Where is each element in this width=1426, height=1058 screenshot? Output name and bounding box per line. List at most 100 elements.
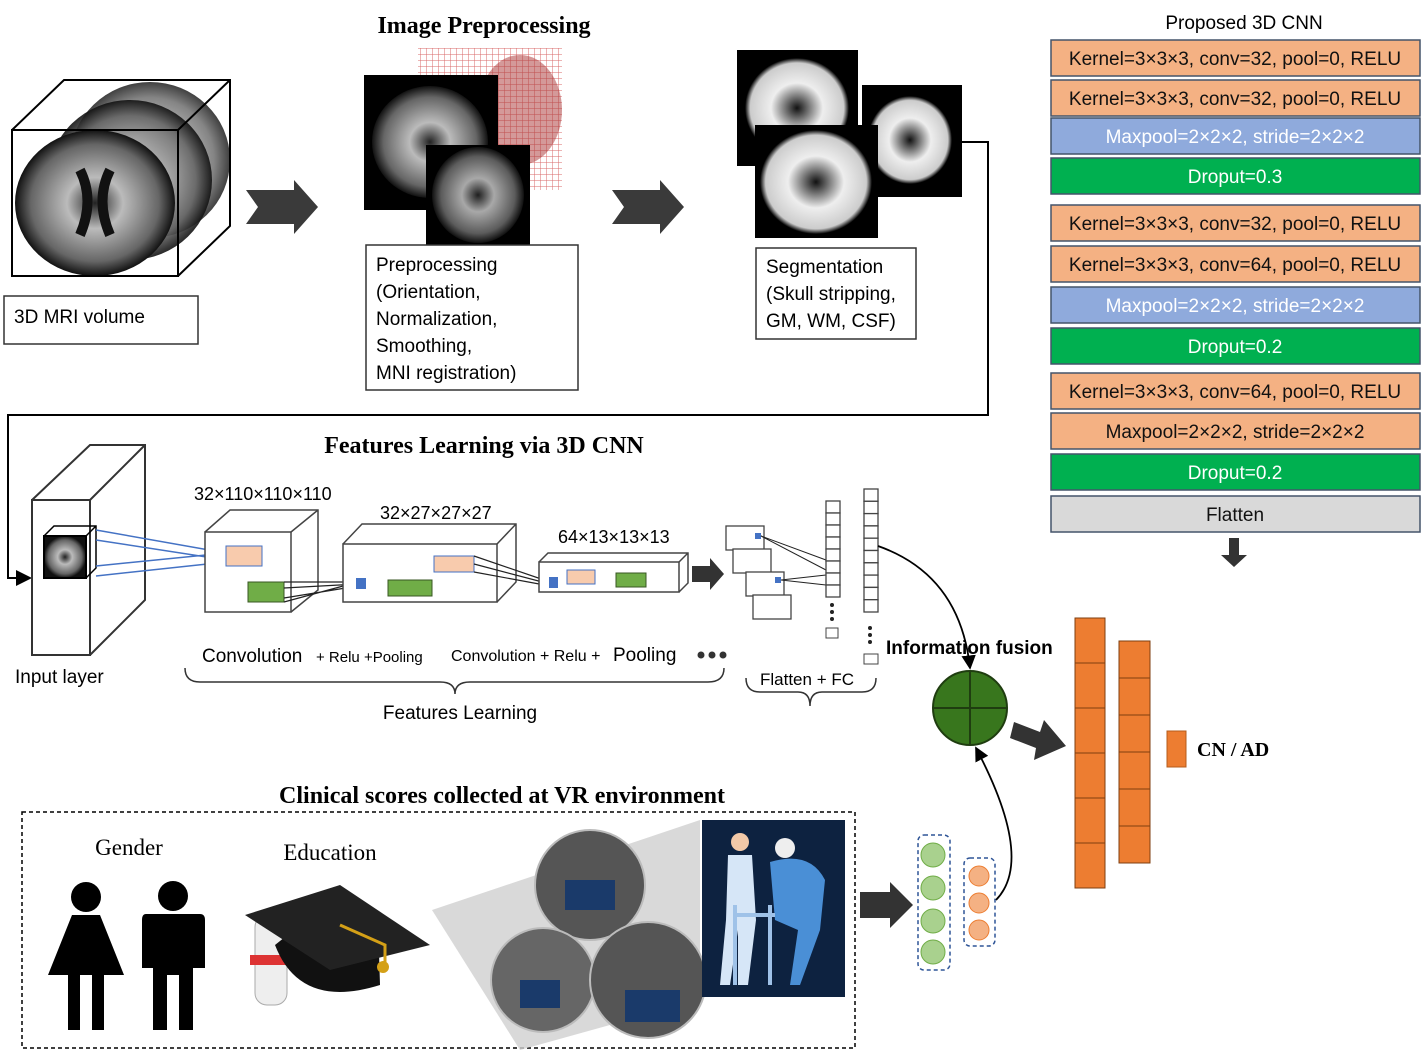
output-neuron xyxy=(1074,752,1106,799)
fc-neuron xyxy=(825,500,841,514)
cnn-layer-row: Flatten xyxy=(1050,495,1421,533)
fc-neuron xyxy=(863,599,879,613)
cnn-layer-label: Maxpool=2×2×2, stride=2×2×2 xyxy=(1106,127,1365,148)
cnn-layer-row: Maxpool=2×2×2, stride=2×2×2 xyxy=(1050,412,1421,450)
education-label: Education xyxy=(283,840,377,865)
cnn-layer-box xyxy=(1050,495,1421,533)
output-neuron xyxy=(1074,617,1106,664)
stage1-label: Convolution xyxy=(202,646,302,667)
cnn-layer-box xyxy=(1050,412,1421,450)
mri-label: 3D MRI volume xyxy=(14,307,145,328)
arrow-right-icon xyxy=(692,558,724,590)
preprocessing-title: Image Preprocessing xyxy=(377,13,590,39)
stage2-big-label: Pooling xyxy=(613,645,676,666)
input-layer xyxy=(31,444,227,656)
cnn-layer-row: Maxpool=2×2×2, stride=2×2×2 xyxy=(1050,117,1421,155)
cnn-layer-row: Kernel=3×3×3, conv=32, pool=0, RELU xyxy=(1050,79,1421,117)
female-icon xyxy=(48,882,124,1030)
fusion-arrow xyxy=(877,545,976,670)
cnn-layer-box xyxy=(1050,245,1421,283)
stage2-label: Convolution + Relu + xyxy=(451,648,600,665)
cnn-layer-row: Droput=0.2 xyxy=(1050,453,1421,491)
arrow-down-icon xyxy=(1221,538,1247,567)
information-fusion-label: Information fusion xyxy=(886,638,1053,659)
fc-neuron xyxy=(863,574,879,589)
dim-label: 64×13×13×13 xyxy=(558,527,670,547)
output-neuron xyxy=(1118,640,1151,679)
brace xyxy=(184,667,725,695)
output-layers xyxy=(1074,617,1151,889)
cnn-table: Kernel=3×3×3, conv=32, pool=0, RELUKerne… xyxy=(1050,39,1421,533)
cnn-layer-row: Kernel=3×3×3, conv=32, pool=0, RELU xyxy=(1050,204,1421,242)
input-layer-label: Input layer xyxy=(15,667,104,688)
output-node xyxy=(1166,730,1187,768)
dim-label: 32×27×27×27 xyxy=(380,503,492,523)
clinical-box xyxy=(21,811,856,1049)
cnn-layer-box xyxy=(1050,327,1421,365)
cnn-layer-box xyxy=(1050,372,1421,410)
cnn-layer-label: Maxpool=2×2×2, stride=2×2×2 xyxy=(1106,296,1365,317)
mri-label-box xyxy=(3,295,199,345)
cnn-layer-row: Maxpool=2×2×2, stride=2×2×2 xyxy=(1050,286,1421,324)
cnn-layer-label: Droput=0.2 xyxy=(1188,337,1283,358)
fc-neuron xyxy=(863,512,879,527)
output-neuron xyxy=(1074,662,1106,709)
cnn-layer-label: Maxpool=2×2×2, stride=2×2×2 xyxy=(1106,422,1365,443)
flatten-fc-label: Flatten + FC xyxy=(760,670,854,689)
output-neuron xyxy=(1074,707,1106,754)
cnn-layer-label: Droput=0.2 xyxy=(1188,463,1283,484)
segmentation-box xyxy=(755,247,917,340)
cnn-layer-label: Kernel=3×3×3, conv=64, pool=0, RELU xyxy=(1069,255,1401,276)
cnn-layer-box xyxy=(1050,204,1421,242)
arrow-right-icon xyxy=(1010,720,1066,760)
graduation-cap-icon xyxy=(245,885,430,1006)
vr-environment-images xyxy=(432,820,845,1050)
cnn-layer-box xyxy=(1050,453,1421,491)
fc-neuron xyxy=(825,584,841,598)
output-neuron xyxy=(1118,714,1151,753)
output-neuron xyxy=(1118,825,1151,864)
fc-neuron xyxy=(825,524,841,538)
cnn-layer-box xyxy=(1050,39,1421,77)
stage1-small-label: + Relu +Pooling xyxy=(316,649,423,666)
cnn-layer-row: Kernel=3×3×3, conv=64, pool=0, RELU xyxy=(1050,245,1421,283)
cnn-layer-row: Kernel=3×3×3, conv=32, pool=0, RELU xyxy=(1050,39,1421,77)
cnn-layer-label: Kernel=3×3×3, conv=64, pool=0, RELU xyxy=(1069,382,1401,403)
fusion-node xyxy=(932,670,1008,746)
output-neuron xyxy=(1074,842,1106,889)
seg-line: GM, WM, CSF) xyxy=(766,311,896,332)
brace xyxy=(745,677,877,707)
preprocessing-box xyxy=(365,244,579,391)
fc-neuron xyxy=(863,525,879,539)
mri-volume-image xyxy=(11,79,231,277)
preproc-line: (Orientation, xyxy=(376,282,481,303)
seg-line: (Skull stripping, xyxy=(766,284,896,305)
fc-neuron xyxy=(863,562,879,576)
fc-neuron xyxy=(825,560,841,574)
fc-neuron xyxy=(863,500,879,515)
connector-line xyxy=(7,141,989,586)
fc-neuron xyxy=(863,549,879,564)
conv-block-3 xyxy=(538,552,689,593)
preproc-line: Preprocessing xyxy=(376,255,497,276)
cnn-layer-box xyxy=(1050,117,1421,155)
clinical-fusion-arrow xyxy=(975,746,1013,901)
male-icon xyxy=(142,881,205,1030)
arrow-right-icon xyxy=(612,180,684,234)
cnn-layer-label: Kernel=3×3×3, conv=32, pool=0, RELU xyxy=(1069,214,1401,235)
cnn-layer-label: Flatten xyxy=(1206,505,1264,526)
features-title: Features Learning via 3D CNN xyxy=(324,433,644,459)
output-neuron xyxy=(1118,677,1151,716)
preproc-line: Smoothing, xyxy=(376,336,472,357)
conv-block-2 xyxy=(342,523,551,603)
fc-neuron xyxy=(863,488,879,502)
seg-line: Segmentation xyxy=(766,257,883,278)
cnn-layer-box xyxy=(1050,157,1421,195)
fc-neuron xyxy=(825,548,841,562)
cnn-layer-label: Droput=0.3 xyxy=(1188,167,1283,188)
fc-neuron xyxy=(863,586,879,601)
output-label: CN / AD xyxy=(1197,739,1269,761)
preprocessing-images xyxy=(364,48,562,245)
cnn-layer-row: Droput=0.3 xyxy=(1050,157,1421,195)
